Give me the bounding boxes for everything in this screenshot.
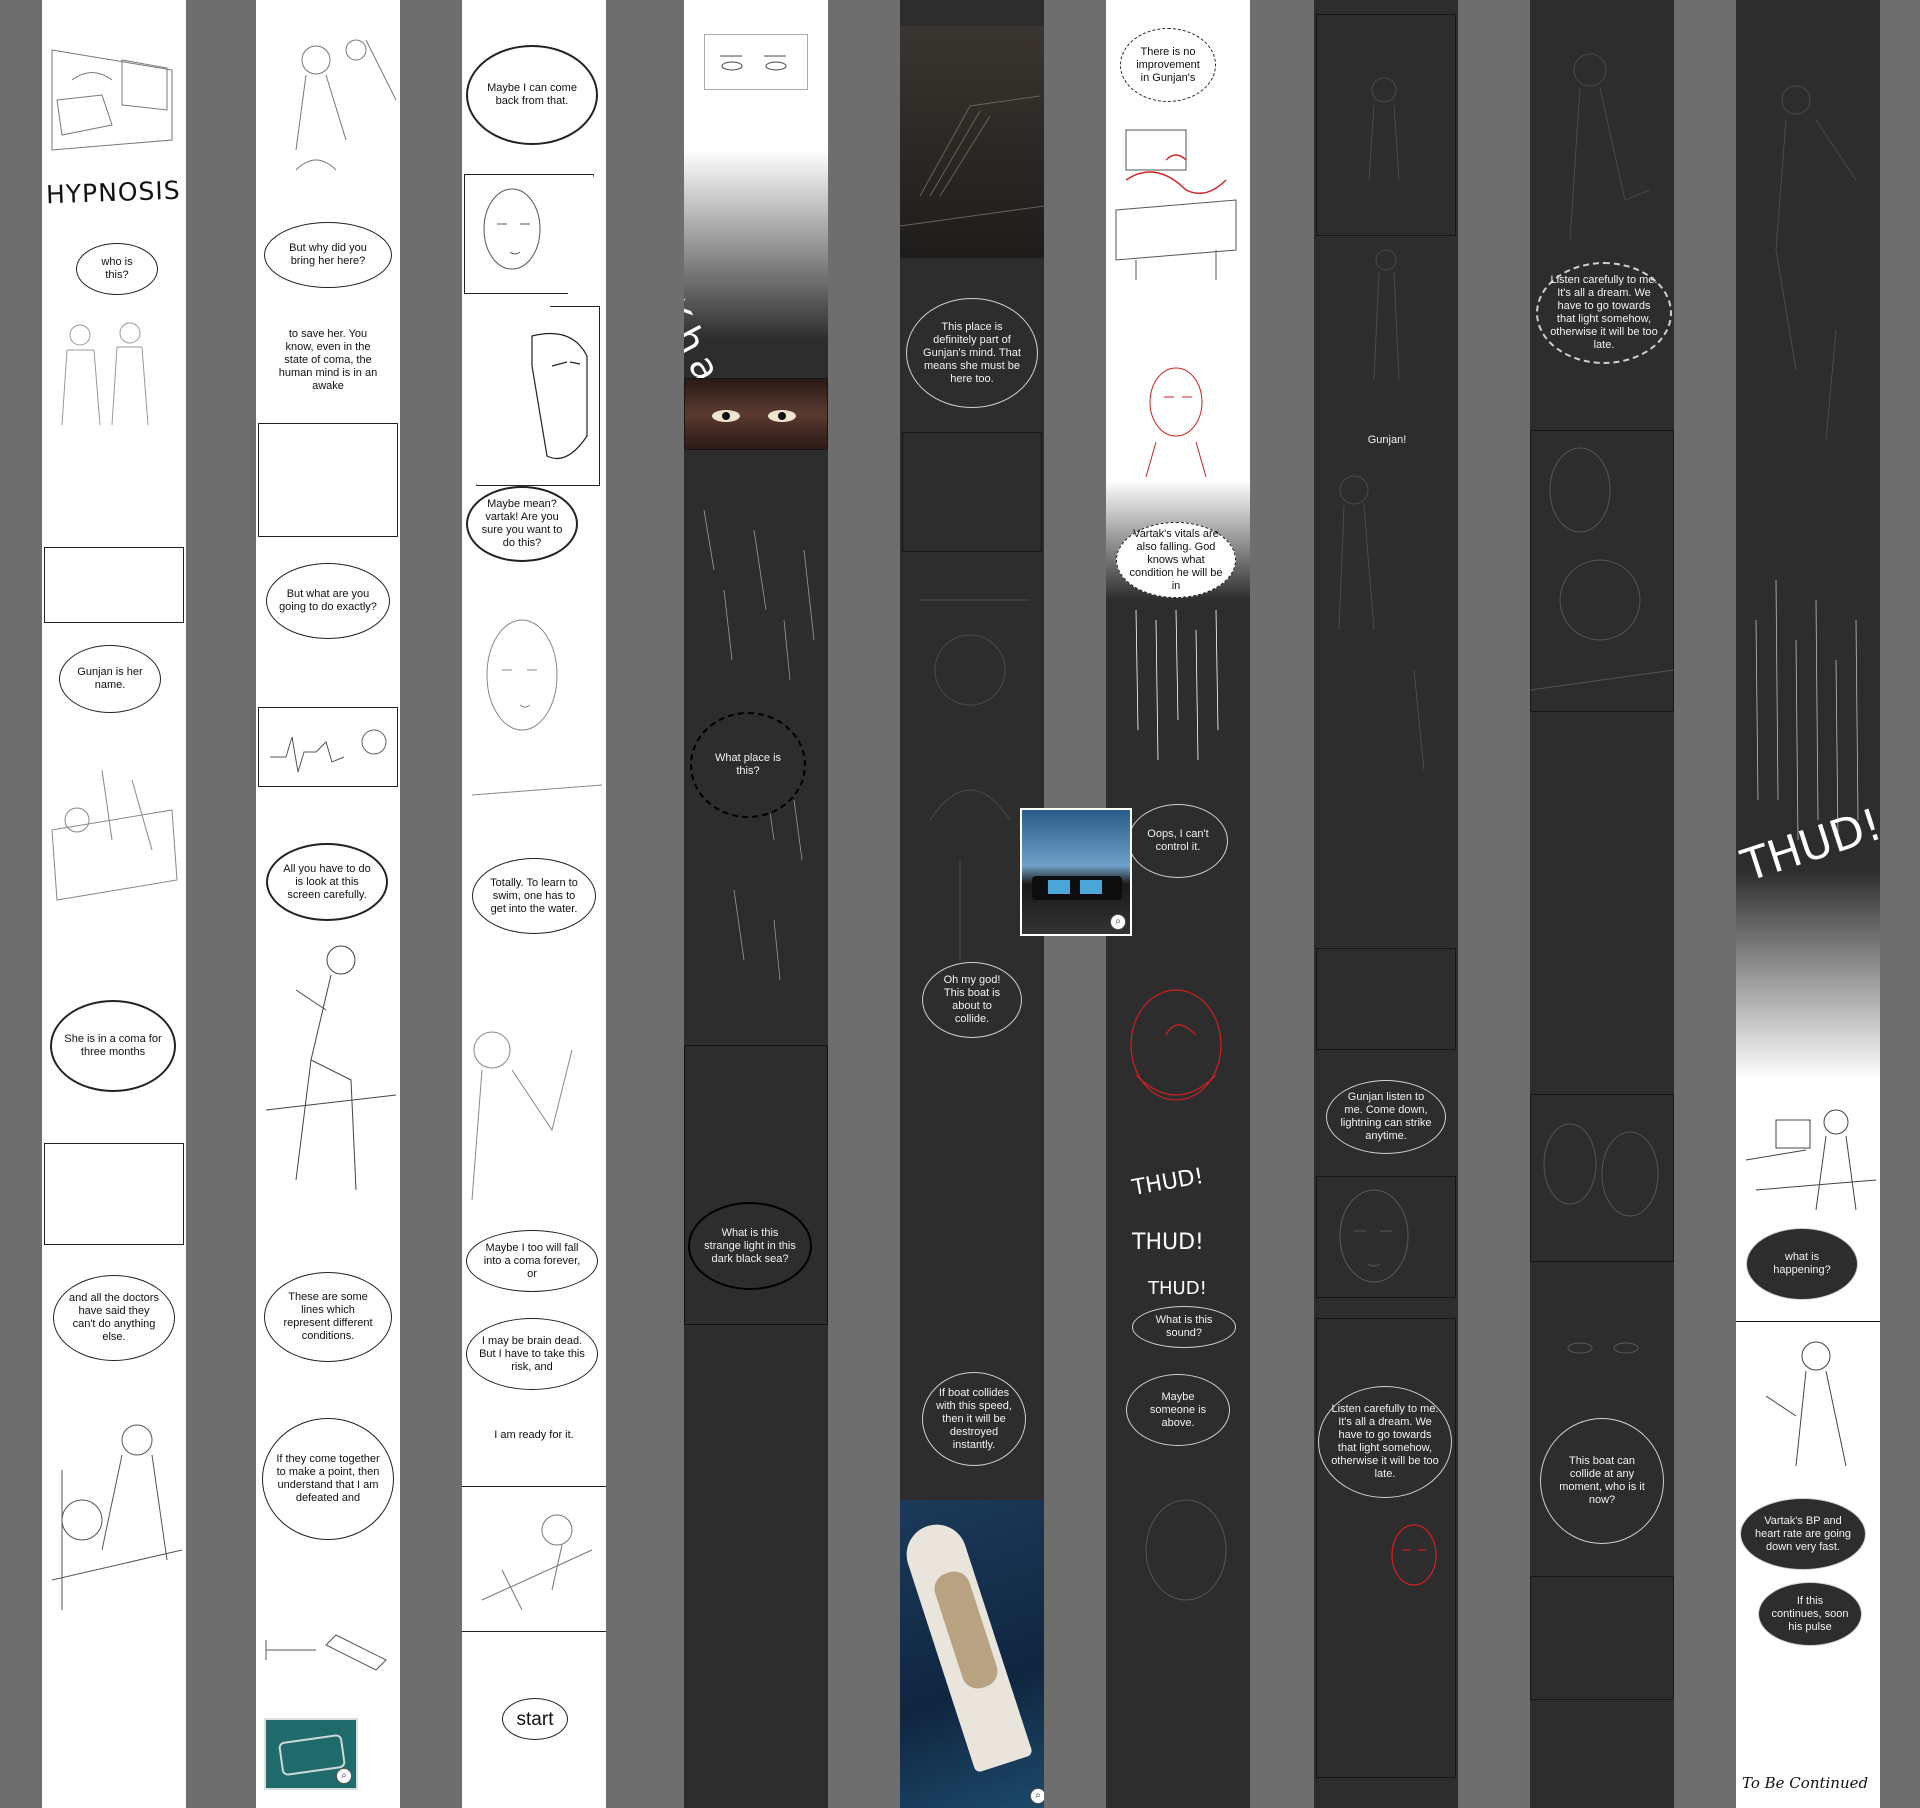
zoom-icon[interactable]: ⌕ [336, 1768, 352, 1784]
two-figures-sketch [61, 322, 149, 426]
speech-bubble: Gunjan is her name. [59, 645, 161, 713]
speech-bubble: I may be brain dead. But I have to take … [466, 1318, 598, 1390]
ending-caption: To Be Continued [1742, 1774, 1869, 1792]
caption-text: to save her. You know, even in the state… [262, 322, 394, 398]
comic-panel [684, 1045, 828, 1325]
storyboard-strip-6: There is no improvement in Gunjan's Vart… [1106, 0, 1250, 1808]
caption-text: Gunjan! [1354, 420, 1420, 460]
comic-panel [464, 174, 594, 294]
sfx-thud: THUD! [1148, 1278, 1207, 1299]
speech-bubble: who is this? [76, 243, 158, 295]
yacht-cockpit-photo[interactable]: ⌕ [1020, 808, 1132, 936]
comic-panel [1530, 1576, 1674, 1700]
sfx-thud: THUD! [1132, 1230, 1204, 1255]
storyboard-strip-3: Maybe I can come back from that. Maybe m… [462, 0, 606, 1808]
speech-bubble: Gunjan listen to me. Come down, lightnin… [1326, 1080, 1446, 1154]
speech-bubble: But what are you going to do exactly? [266, 563, 390, 639]
seated-man-sketch [265, 945, 397, 1191]
falling-figure-sketch [1775, 85, 1857, 441]
speech-bubble: Listen carefully to me. It's all a dream… [1318, 1386, 1452, 1498]
comic-panel [1736, 1224, 1880, 1322]
caption-text: I am ready for it. [480, 1412, 588, 1458]
comic-panel [1530, 430, 1674, 712]
comic-panel [462, 1486, 606, 1632]
zoom-icon[interactable]: ⌕ [1110, 914, 1126, 930]
speech-bubble: Vartak's vitals are also falling. God kn… [1116, 522, 1236, 598]
comic-panel [902, 432, 1042, 552]
comic-panel [1316, 14, 1456, 236]
storyboard-strip-2: But why did you bring her here? to save … [256, 0, 400, 1808]
speech-bubble: This boat can collide at any moment, who… [1540, 1418, 1664, 1544]
sfx-thud: THUD! [1130, 1163, 1206, 1202]
comic-panel [1530, 1094, 1674, 1262]
comic-panel [1316, 1318, 1456, 1778]
yacht-deck-panel [900, 26, 1044, 258]
speech-bubble: But why did you bring her here? [264, 222, 392, 288]
storyboard-strip-9: THUD! what is happening? Vartak's BP and… [1736, 0, 1880, 1808]
zoom-icon[interactable]: ⌕ [1030, 1788, 1044, 1804]
speech-bubble: Oops, I can't control it. [1128, 804, 1228, 878]
speech-bubble: What place is this? [690, 712, 806, 818]
surgical-tools-photo[interactable]: ⌕ [264, 1718, 358, 1790]
speech-bubble: Maybe I can come back from that. [466, 45, 598, 145]
speech-bubble: If they come together to make a point, t… [262, 1418, 394, 1540]
speech-bubble: what is happening? [1746, 1228, 1858, 1300]
rain-lines [1135, 610, 1219, 761]
storyboard-strip-5: This place is definitely part of Gunjan'… [900, 0, 1044, 1808]
speech-bubble: If boat collides with this speed, then i… [922, 1372, 1026, 1466]
patient-bed-sketch [51, 769, 178, 901]
speech-bubble: This place is definitely part of Gunjan'… [906, 298, 1038, 408]
doctor-sketch [295, 39, 397, 171]
comic-panel [1316, 948, 1456, 1050]
dark-figure-sketch [1145, 1499, 1227, 1601]
doctor-patient-sketch [51, 1424, 183, 1610]
yacht-aerial-photo[interactable]: ⌕ [900, 1500, 1044, 1808]
storyboard-strip-8: Listen carefully to me. It's all a dream… [1530, 0, 1674, 1808]
speech-bubble: Maybe I too will fall into a coma foreve… [466, 1230, 598, 1292]
comic-panel [476, 306, 600, 486]
start-button[interactable]: start [502, 1698, 568, 1740]
drinking-figure-sketch [471, 1031, 573, 1201]
red-head-sketch [1130, 989, 1222, 1101]
portrait-sketch [471, 619, 603, 796]
comic-panel [44, 1143, 184, 1245]
instrument-tray-sketch [265, 1634, 387, 1671]
speech-bubble: Maybe someone is above. [1126, 1374, 1230, 1446]
speech-bubble: What is this strange light in this dark … [688, 1202, 812, 1290]
comic-panel [258, 423, 398, 537]
speech-bubble: Listen carefully to me. It's all a dream… [1536, 262, 1672, 364]
eyes-closeup-panel [684, 378, 828, 450]
monitor-panel [258, 707, 398, 787]
speech-bubble: Vartak's BP and heart rate are going dow… [1740, 1498, 1866, 1570]
eyes-panel [704, 34, 808, 90]
comic-panel [44, 547, 184, 623]
storyboard-strip-4: Khat! What place is this? What is this s… [684, 0, 828, 1808]
speech-bubble: Maybe mean? vartak! Are you sure you wan… [466, 486, 578, 562]
speech-bubble: All you have to do is look at this scree… [266, 843, 388, 921]
speech-bubble: If this continues, soon his pulse [1758, 1582, 1862, 1646]
storyboard-strip-7: Gunjan! Gunjan listen to me. Come down, … [1314, 0, 1458, 1808]
title-hypnosis: HYPNOSIS [45, 175, 182, 210]
speech-bubble: She is in a coma for three months [50, 1000, 176, 1092]
speech-bubble: These are some lines which represent dif… [264, 1272, 392, 1362]
speech-bubble: There is no improvement in Gunjan's [1120, 28, 1216, 102]
speech-bubble: and all the doctors have said they can't… [53, 1275, 175, 1361]
speech-bubble: What is this sound? [1132, 1306, 1236, 1348]
speech-bubble: Oh my god! This boat is about to collide… [922, 962, 1022, 1038]
comic-panel [1316, 1176, 1456, 1298]
storyboard-strip-1: HYPNOSIS who is this? Gunjan is her name… [42, 0, 186, 1808]
walking-figure-sketch [1338, 475, 1425, 771]
eyes-sketch [1567, 1342, 1639, 1354]
speech-bubble: Totally. To learn to swim, one has to ge… [472, 858, 596, 934]
